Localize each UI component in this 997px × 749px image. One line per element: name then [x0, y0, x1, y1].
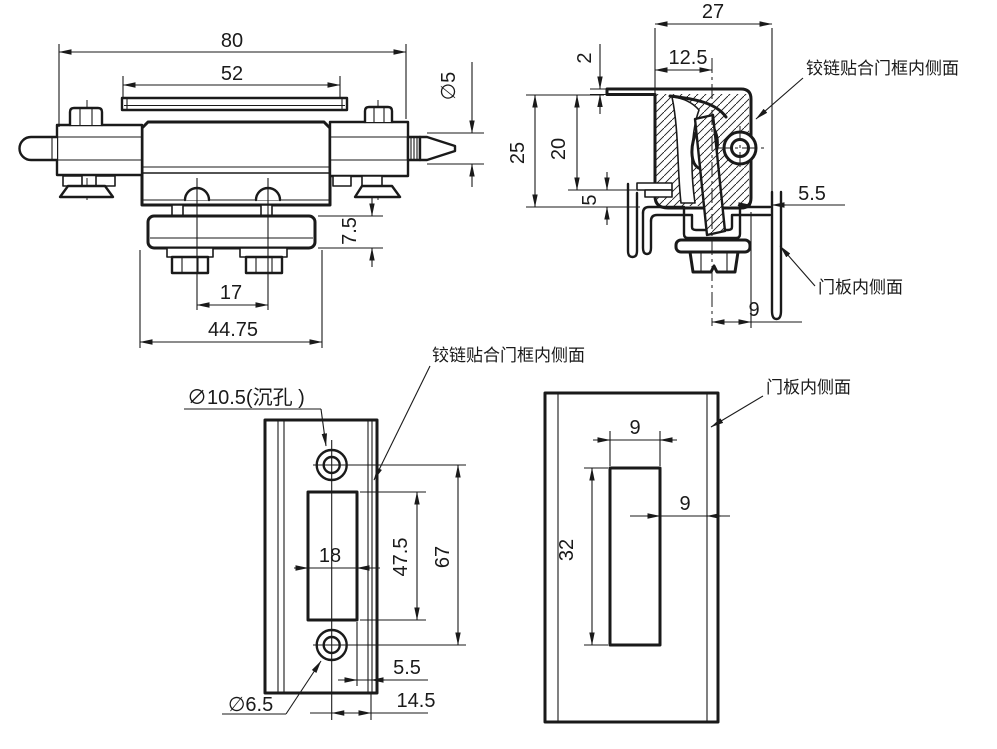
dim-pin-diameter: ∅5	[438, 72, 460, 101]
leader-hole-diameter	[285, 660, 322, 715]
label-door-side: 门板内侧面	[766, 378, 851, 397]
dim-flange-thickness: 2	[574, 52, 596, 63]
dim-slot-height: 47.5	[390, 538, 412, 577]
dim-center-to-face: 9	[748, 299, 759, 321]
leader-frame-side	[373, 365, 431, 481]
leader-counterbore	[320, 408, 328, 447]
dim-overall-depth: 27	[702, 1, 724, 23]
leader-frame-side	[755, 77, 804, 120]
door-panel-view: 9 9 32 门板内侧面	[543, 378, 851, 724]
dim-lip-gap: 5	[579, 194, 601, 205]
label-frame-side: 铰链贴合门框内侧面	[806, 59, 959, 78]
leader-door-side	[710, 395, 764, 428]
dim-cutout-to-edge: 9	[679, 493, 690, 515]
dim-top-plate-width: 52	[221, 63, 243, 85]
dim-slot-width: 18	[319, 545, 341, 567]
dim-block-height: 7.5	[339, 217, 361, 245]
dim-overall-width: 80	[221, 30, 243, 52]
dim-center-offset: 12.5	[669, 47, 708, 69]
mounting-plate-view: 18 47.5 67 5.5 14.5 ∅10.5(沉孔 ) ∅6.5 铰链贴合…	[184, 346, 585, 720]
dim-face-offset: 5.5	[798, 183, 826, 205]
shaft-hatch	[695, 115, 725, 235]
dim-counterbore: ∅10.5(沉孔 )	[187, 386, 305, 409]
dim-center-to-face: 14.5	[397, 690, 436, 712]
section-view: 27 12.5 2 25 20 5 5.5 9 铰链贴合门框内侧面	[507, 1, 959, 328]
dim-cutout-height: 32	[556, 539, 578, 561]
dim-stud-spacing: 17	[220, 282, 242, 304]
dim-cutout-width: 9	[629, 417, 640, 439]
dim-total-height: 25	[507, 142, 529, 164]
dim-base-width: 44.75	[208, 319, 258, 341]
dim-hole-spacing: 67	[432, 546, 454, 568]
dim-slot-to-face: 5.5	[393, 657, 421, 679]
label-door-side: 门板内侧面	[818, 278, 903, 297]
dim-hole-diameter: ∅6.5	[228, 694, 273, 716]
label-frame-side: 铰链贴合门框内侧面	[432, 346, 585, 365]
front-view: 80 52 ∅5 7.5 17 44.75	[18, 30, 484, 348]
leader-door-side	[779, 245, 816, 287]
dim-inner-height: 20	[548, 138, 570, 160]
